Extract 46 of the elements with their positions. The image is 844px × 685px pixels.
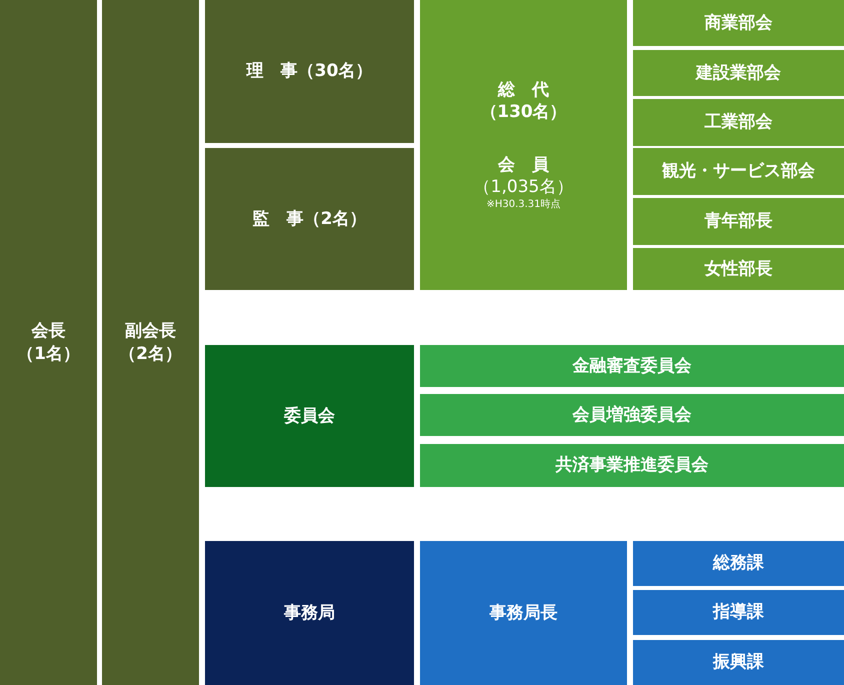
box-title: 観光・サービス部会: [662, 160, 815, 183]
box-title: 会 員: [498, 154, 549, 176]
org-box: [420, 345, 844, 387]
org-box: [205, 345, 414, 487]
box-title: 副会長: [125, 320, 176, 342]
box-title: 事務局: [284, 602, 335, 624]
org-box: [633, 0, 844, 46]
org-box: [0, 0, 97, 685]
box-title: 総務課: [713, 552, 764, 575]
member-count: （1,035名）: [474, 176, 574, 198]
box-title: 会員増強委員会: [572, 404, 692, 426]
box-title: 商業部会: [704, 12, 772, 34]
org-box: [420, 444, 844, 487]
org-box: [633, 148, 844, 195]
org-box: [420, 0, 627, 290]
org-box: [205, 541, 414, 685]
org-box: [205, 148, 414, 290]
box-title: 工業部会: [704, 111, 772, 134]
org-box: [633, 541, 844, 586]
note-text: ※H30.3.31時点: [486, 198, 561, 211]
org-box: [420, 541, 627, 685]
box-title: 金融審査委員会: [572, 354, 692, 378]
org-box: [633, 50, 844, 96]
box-title: 振興課: [713, 651, 764, 674]
box-title: 会長: [32, 320, 66, 342]
org-box: [633, 640, 844, 685]
box-title: 建設業部会: [696, 62, 781, 84]
member-count: （1名）: [17, 342, 80, 365]
org-box: [633, 198, 844, 245]
org-box: [420, 394, 844, 436]
box-title: 青年部長: [704, 210, 772, 233]
box-title: 指導課: [713, 601, 764, 624]
org-box: [633, 248, 844, 290]
box-title: 理 事（30名）: [246, 60, 372, 83]
box-title: 委員会: [284, 404, 335, 428]
box-title: 共済事業推進委員会: [556, 454, 708, 477]
org-box: [633, 590, 844, 635]
box-title: 女性部長: [704, 258, 772, 280]
org-box: [102, 0, 199, 685]
box-title: 総 代: [498, 79, 549, 102]
member-count: （2名）: [119, 342, 182, 365]
member-count: （130名）: [480, 101, 567, 124]
org-box: [205, 0, 414, 143]
box-title: 監 事（2名）: [252, 208, 366, 230]
box-title: 事務局長: [490, 602, 558, 624]
org-box: [633, 99, 844, 146]
